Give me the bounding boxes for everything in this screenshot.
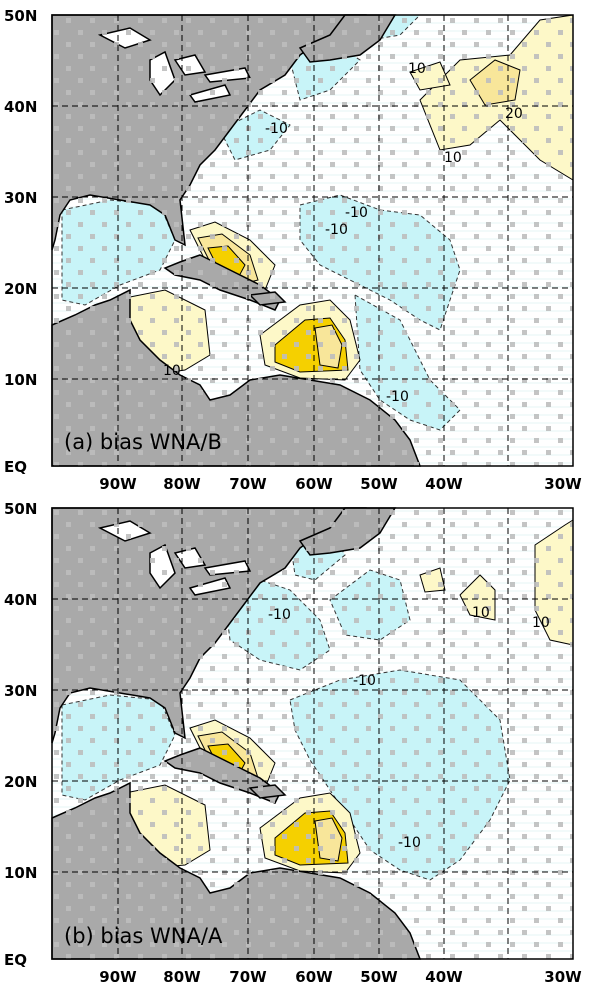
lat-tick-label: 50N	[4, 500, 37, 518]
lat-tick-label: 10N	[4, 864, 37, 882]
panel-a-contour-label: -10	[325, 222, 348, 238]
panel-b-lat-axis: 50N 40N 30N 20N 10N EQ	[4, 500, 37, 969]
panel-b: -10 10 10 -10 -10 (b) bias WNA/A	[51, 507, 574, 960]
panel-a-contour-label: -10	[265, 121, 288, 137]
lon-tick-label: 30W	[544, 968, 582, 986]
lon-tick-label: 60W	[295, 475, 333, 493]
lat-tick-label: 20N	[4, 773, 37, 791]
lon-tick-label: 60W	[295, 968, 333, 986]
lon-tick-label: 30W	[544, 475, 582, 493]
lon-tick-label: 70W	[229, 475, 267, 493]
panel-a: 10 20 10 -10 -10 -10 10 -10 (a) bias WNA…	[51, 14, 574, 467]
lat-tick-label: 30N	[4, 189, 37, 207]
lon-tick-label: 50W	[360, 475, 398, 493]
panel-a-gridlines	[52, 15, 573, 466]
lon-tick-label: 90W	[99, 475, 137, 493]
panel-a-contour-label: 10	[444, 150, 462, 166]
lat-tick-label: 40N	[4, 98, 37, 116]
panel-b-lon-axis: 90W 80W 70W 60W 50W 40W 30W	[99, 968, 582, 986]
lat-tick-label: EQ	[4, 951, 27, 969]
panel-b-frame	[51, 507, 574, 960]
lat-tick-label: 20N	[4, 280, 37, 298]
panel-b-stipple	[52, 508, 573, 959]
panel-a-contour-label: -10	[345, 205, 368, 221]
lon-tick-label: 80W	[163, 968, 201, 986]
panel-b-contour-label: -10	[353, 673, 376, 689]
panel-b-title: (b) bias WNA/A	[64, 924, 223, 948]
panel-a-contour-label: 10	[163, 363, 181, 379]
panel-a-contour-label: -10	[386, 389, 409, 405]
lon-tick-label: 50W	[360, 968, 398, 986]
lat-tick-label: 40N	[4, 591, 37, 609]
panel-a-stipple	[52, 15, 573, 466]
lat-tick-label: 10N	[4, 371, 37, 389]
panel-a-title: (a) bias WNA/B	[64, 430, 222, 454]
lat-tick-label: EQ	[4, 458, 27, 476]
panel-a-contour-label: 20	[505, 106, 523, 122]
lat-tick-label: 30N	[4, 682, 37, 700]
panel-b-contour-label: 10	[472, 605, 490, 621]
panel-b-contour-label: -10	[268, 607, 291, 623]
panel-a-lat-axis: 50N 40N 30N 20N 10N EQ	[4, 7, 37, 476]
lon-tick-label: 40W	[425, 968, 463, 986]
panel-a-lon-axis: 90W 80W 70W 60W 50W 40W 30W	[99, 475, 582, 493]
lon-tick-label: 90W	[99, 968, 137, 986]
panel-b-contour-label: 10	[532, 615, 550, 631]
lon-tick-label: 80W	[163, 475, 201, 493]
lon-tick-label: 70W	[229, 968, 267, 986]
panel-a-frame	[51, 14, 574, 467]
panel-b-contour-label: -10	[398, 835, 421, 851]
panel-b-gridlines	[52, 508, 573, 959]
panel-a-contour-label: 10	[408, 61, 426, 77]
lat-tick-label: 50N	[4, 7, 37, 25]
lon-tick-label: 40W	[425, 475, 463, 493]
